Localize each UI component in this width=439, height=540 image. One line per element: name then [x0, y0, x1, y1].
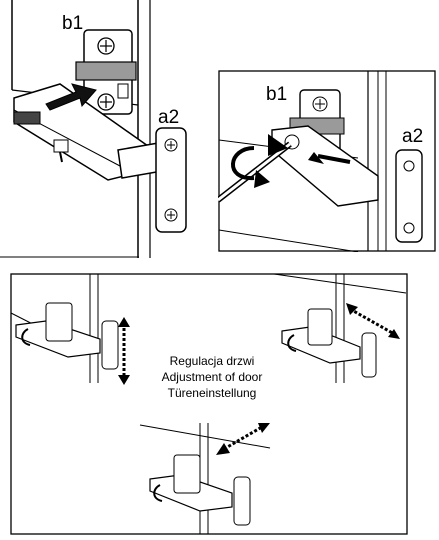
- door-adjustment-drawing: Regulacja drzwi Adjustment of door Türen…: [10, 273, 408, 535]
- label-b1: b1: [266, 84, 287, 105]
- screw-icon: [53, 139, 69, 163]
- label-b1: b1: [62, 13, 83, 34]
- hinge-fix-drawing: b1 a2: [218, 70, 436, 252]
- depth-adjust-arrow: [349, 307, 397, 337]
- rotate-arrow: [231, 146, 255, 181]
- insert-arrow: [45, 83, 97, 111]
- caption-line-pl: Regulacja drzwi: [170, 354, 255, 368]
- panel-hinge-insert: b1 a2: [0, 0, 210, 262]
- caption-line-de: Türeneinstellung: [168, 386, 257, 400]
- panel-hinge-fix: b1 a2: [218, 70, 436, 252]
- label-a2: a2: [402, 126, 423, 147]
- label-a2: a2: [158, 107, 179, 128]
- cup-plate: [155, 127, 187, 233]
- mounting-plate: [75, 29, 137, 115]
- lateral-adjust-arrow: [223, 425, 263, 451]
- panel-door-adjustment: Regulacja drzwi Adjustment of door Türen…: [10, 273, 408, 535]
- slide-arrow: [317, 154, 351, 164]
- hinge-insert-drawing: b1 a2: [0, 0, 187, 258]
- caption-line-en: Adjustment of door: [162, 370, 263, 384]
